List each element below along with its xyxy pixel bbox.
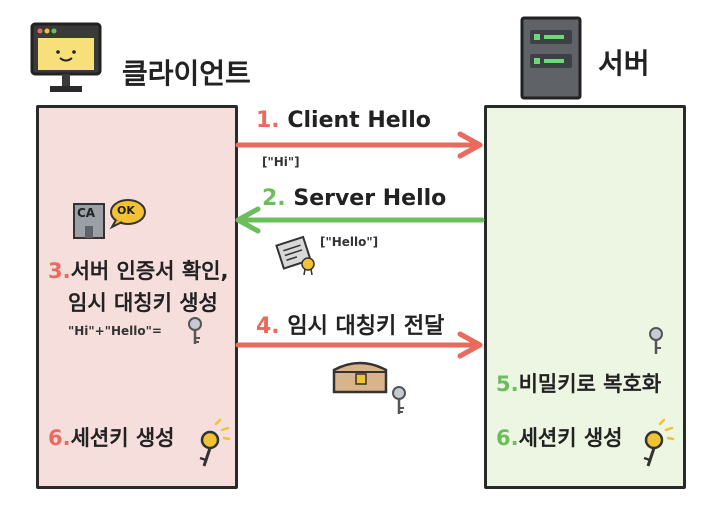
server-step-5: 5.비밀키로 복호화 bbox=[496, 368, 661, 398]
server-step-5-number: 5. bbox=[496, 372, 519, 396]
client-step-3-formula: "Hi"+"Hello"= bbox=[68, 324, 162, 338]
key-icon bbox=[388, 384, 410, 420]
message-4-text: 임시 대칭키 전달 bbox=[287, 314, 445, 339]
message-2-label: 2. Server Hello bbox=[262, 186, 446, 211]
client-step-3-line1: 3.서버 인증서 확인, bbox=[48, 255, 228, 285]
message-4-label: 4. 임시 대칭키 전달 bbox=[256, 308, 444, 340]
certificate-icon bbox=[275, 234, 320, 280]
client-step-6-text: 세션키 생성 bbox=[70, 426, 175, 450]
client-monitor-icon bbox=[30, 22, 102, 104]
server-step-6-text: 세션키 생성 bbox=[518, 426, 623, 450]
server-step-6: 6.세션키 생성 bbox=[496, 422, 623, 452]
client-panel bbox=[36, 105, 238, 489]
client-step-3-number: 3. bbox=[48, 259, 71, 283]
key-icon bbox=[184, 316, 206, 350]
message-1-text: Client Hello bbox=[287, 108, 431, 133]
ok-badge: OK bbox=[108, 198, 148, 232]
server-step-6-number: 6. bbox=[496, 426, 519, 450]
key-icon bbox=[640, 418, 675, 474]
key-icon bbox=[196, 418, 231, 474]
message-2-number: 2. bbox=[262, 186, 286, 211]
client-step-3-line2: 임시 대칭키 생성 bbox=[68, 291, 218, 315]
server-tower-icon bbox=[518, 14, 584, 106]
message-1-number: 1. bbox=[256, 108, 280, 133]
lockbox-icon bbox=[330, 356, 390, 400]
client-step-6: 6.세션키 생성 bbox=[48, 422, 175, 452]
key-transfer-arrow bbox=[235, 331, 483, 359]
server-step-5-text: 비밀키로 복호화 bbox=[518, 372, 662, 396]
ca-building-icon: CA bbox=[72, 200, 108, 244]
client-title: 클라이언트 bbox=[122, 57, 251, 90]
message-2-payload: ["Hello"] bbox=[320, 235, 379, 249]
server-panel bbox=[484, 105, 686, 489]
message-1-payload: ["Hi"] bbox=[262, 155, 300, 169]
ok-label: OK bbox=[117, 204, 135, 217]
server-hello-arrow bbox=[235, 206, 485, 234]
message-4-number: 4. bbox=[256, 314, 280, 339]
key-icon bbox=[646, 326, 666, 360]
ca-label: CA bbox=[77, 206, 96, 220]
message-1-label: 1. Client Hello bbox=[256, 108, 431, 133]
client-step-6-number: 6. bbox=[48, 426, 71, 450]
client-hello-arrow bbox=[235, 131, 483, 159]
message-2-text: Server Hello bbox=[293, 186, 447, 211]
server-title: 서버 bbox=[598, 47, 650, 80]
client-step-3-text1: 서버 인증서 확인, bbox=[70, 259, 229, 283]
